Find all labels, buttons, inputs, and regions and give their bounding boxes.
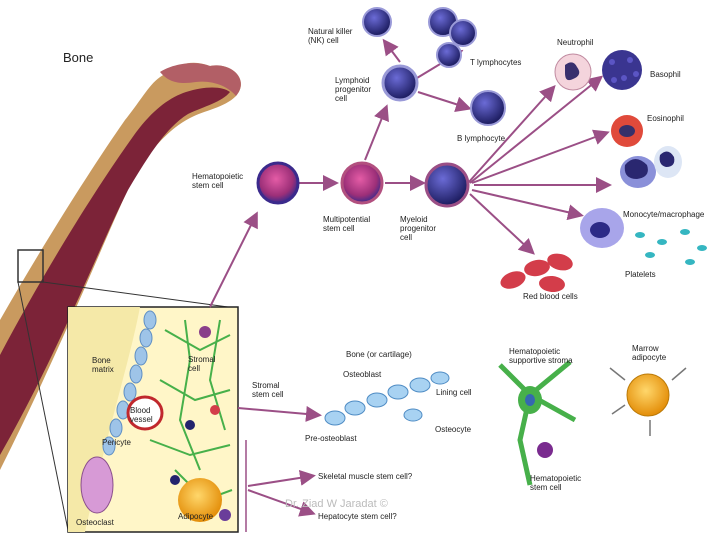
marrow-inset — [67, 306, 239, 533]
label-multipotential-stem-cell: Multipotential stem cell — [323, 215, 371, 233]
label-monocyte-macrophage: Monocyte/macrophage — [623, 210, 705, 219]
hematopoietic-cells — [256, 7, 707, 293]
label-neutrophil: Neutrophil — [557, 38, 594, 47]
watermark: Dr. Ziad W Jaradat © — [285, 498, 388, 510]
label-hepatocyte-stem-cell: Hepatocyte stem cell? — [318, 512, 397, 521]
label-hematopoietic-stem-cell: Hematopoietic stem cell — [192, 172, 244, 190]
label-basophil: Basophil — [650, 70, 681, 79]
label-marrow-adipocyte: Marrow adipocyte — [632, 344, 667, 362]
label-adipocyte: Adipocyte — [178, 512, 214, 521]
label-pre-osteoblast: Pre-osteoblast — [305, 434, 357, 443]
label-stromal-stem-cell: Stromal stem cell — [252, 381, 284, 399]
stromal-cells — [324, 360, 687, 486]
label-stroma-hsc: Hematopoietic stem cell — [530, 474, 582, 492]
label-osteocyte: Osteocyte — [435, 425, 472, 434]
label-bone-matrix: Bone matrix — [92, 356, 114, 374]
label-osteoclast: Osteoclast — [76, 518, 114, 527]
bone-illustration — [0, 62, 241, 531]
label-myeloid-progenitor: Myeloid progenitor cell — [400, 215, 437, 242]
label-pericyte: Pericyte — [102, 438, 131, 447]
label-supportive-stroma: Hematopoietic supportive stroma — [509, 347, 573, 365]
label-blood-vessel: Blood vessel — [130, 406, 153, 424]
label-bone-cartilage: Bone (or cartilage) — [346, 350, 412, 359]
label-nk-cell: Natural killer (NK) cell — [308, 27, 353, 45]
lineage-arrows — [209, 38, 612, 517]
label-b-lymphocyte: B lymphocyte — [457, 134, 506, 143]
label-skeletal-muscle-stem-cell: Skeletal muscle stem cell? — [318, 472, 413, 481]
label-platelets: Platelets — [625, 270, 656, 279]
label-eosinophil: Eosinophil — [647, 114, 684, 123]
page-title: Bone — [63, 50, 94, 65]
label-red-blood-cells: Red blood cells — [523, 292, 578, 301]
label-stromal-cell: Stromal cell — [188, 355, 216, 373]
label-lymphoid-progenitor: Lymphoid progenitor cell — [335, 76, 372, 103]
label-lining-cell: Lining cell — [436, 388, 472, 397]
label-osteoblast: Osteoblast — [343, 370, 382, 379]
label-t-lymphocytes: T lymphocytes — [470, 58, 522, 67]
